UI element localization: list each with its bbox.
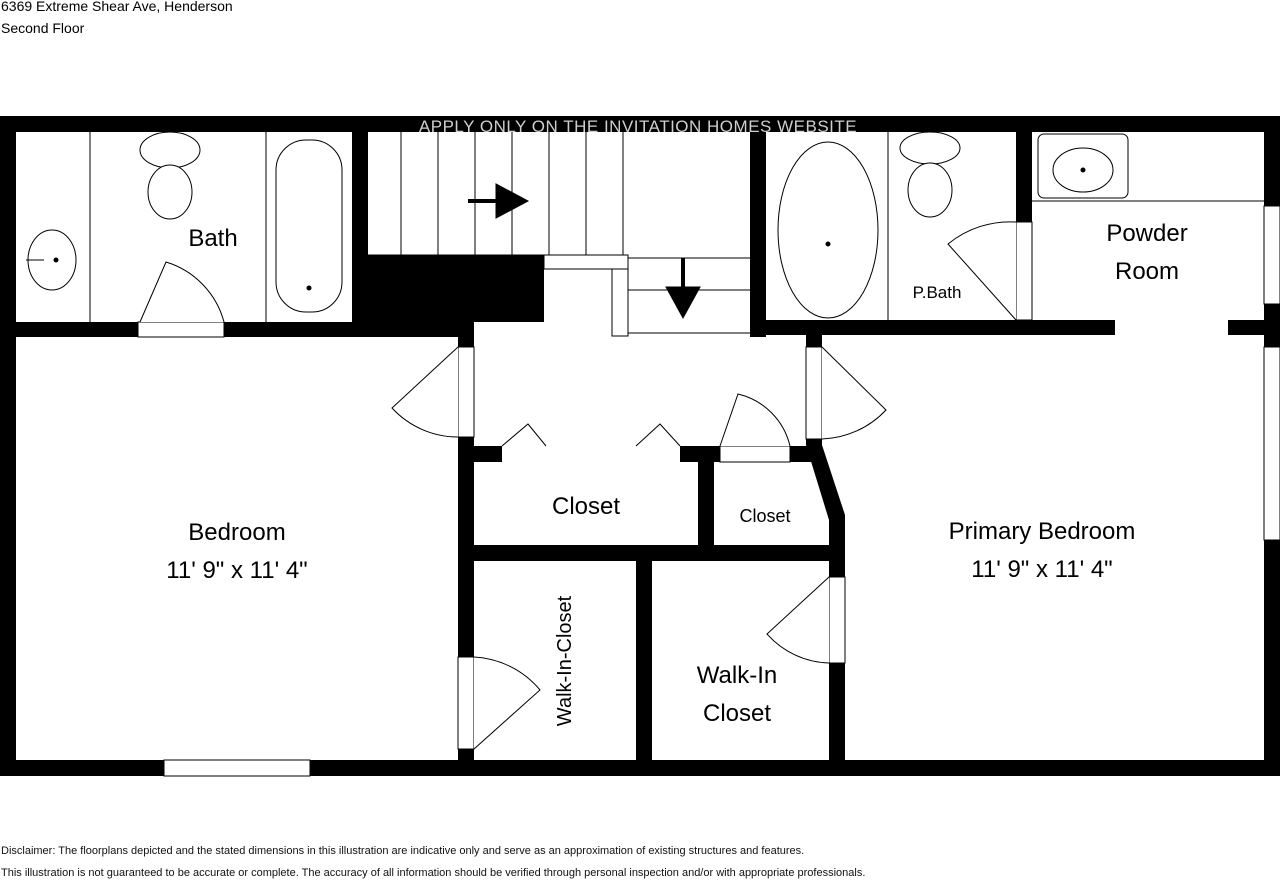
floor-label: Second Floor [1, 20, 85, 36]
stair-arrows [468, 183, 701, 320]
label-pbath: P.Bath [913, 283, 962, 302]
label-bedroom: Bedroom [188, 519, 285, 546]
label-walkin-vertical: Walk-In-Closet [554, 595, 576, 726]
label-closet-small: Closet [739, 506, 790, 526]
bath-fixtures [26, 131, 1129, 319]
disclaimer-line-2: This illustration is not guaranteed to b… [1, 867, 866, 879]
disclaimer-line-1: Disclaimer: The floorplans depicted and … [1, 845, 805, 857]
label-bath: Bath [188, 225, 237, 252]
label-powder-2: Room [1115, 258, 1179, 285]
fixture-lines [89, 132, 1264, 337]
label-walkin-2: Closet [703, 700, 771, 727]
label-closet: Closet [552, 493, 620, 520]
label-primary: Primary Bedroom [949, 518, 1136, 545]
watermark: APPLY ONLY ON THE INVITATION HOMES WEBSI… [419, 117, 857, 136]
label-walkin-1: Walk-In [697, 662, 777, 689]
windows [163, 205, 1280, 777]
doors [137, 221, 1033, 750]
room-labels: Bath Powder Room P.Bath Bedroom 11' 9" x… [166, 220, 1187, 727]
label-powder-1: Powder [1106, 220, 1187, 247]
property-address: 6369 Extreme Shear Ave, Henderson [1, 0, 233, 14]
label-primary-dims: 11' 9" x 11' 4" [971, 556, 1112, 583]
label-bedroom-dims: 11' 9" x 11' 4" [166, 557, 307, 584]
